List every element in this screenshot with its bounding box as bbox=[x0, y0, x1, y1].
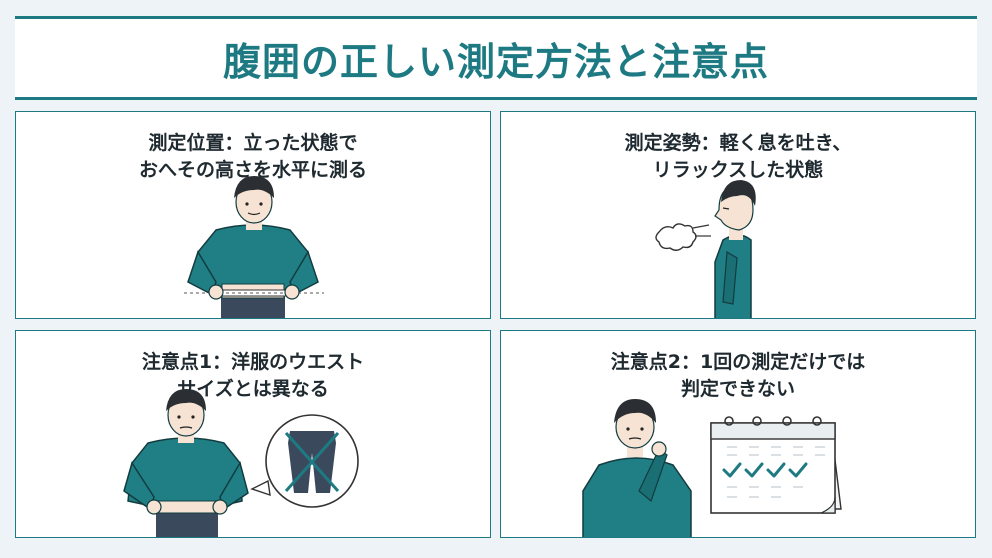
panel-measure-position: 測定位置：立った状態で おへその高さを水平に測る bbox=[15, 111, 491, 319]
caption-line-1: 注意点2：1回の測定だけでは bbox=[610, 351, 866, 373]
caption-line-2: サイズとは異なる bbox=[177, 378, 329, 400]
caption-line-2: リラックスした状態 bbox=[652, 159, 824, 181]
pants-crossed-icon bbox=[250, 414, 359, 508]
panel-caption: 注意点2：1回の測定だけでは 判定できない bbox=[501, 349, 975, 403]
caption-line-1: 注意点1：洋服のウエスト bbox=[141, 351, 365, 373]
person-measuring-illustration bbox=[184, 176, 324, 318]
panel-measure-posture: 測定姿勢：軽く息を吐き、 リラックスした状態 bbox=[500, 111, 976, 319]
caption-line-2: 判定できない bbox=[680, 378, 795, 400]
caption-line-1: 測定姿勢：軽く息を吐き、 bbox=[624, 132, 852, 154]
breath-icon bbox=[655, 223, 711, 251]
caption-line-1: 測定位置：立った状態で bbox=[148, 132, 358, 154]
caption-line-2: おへその高さを水平に測る bbox=[138, 159, 367, 181]
person-calendar-illustration bbox=[582, 399, 842, 537]
panel-note-1: 注意点1：洋服のウエスト サイズとは異なる bbox=[15, 330, 491, 538]
panel-caption: 測定位置：立った状態で おへその高さを水平に測る bbox=[16, 130, 490, 184]
panel-note-2: 注意点2：1回の測定だけでは 判定できない bbox=[500, 330, 976, 538]
panel-caption: 測定姿勢：軽く息を吐き、 リラックスした状態 bbox=[501, 130, 975, 184]
person-breathing-illustration bbox=[655, 180, 756, 318]
title-band: 腹囲の正しい測定方法と注意点 bbox=[15, 16, 977, 100]
person-pants-illustration bbox=[123, 389, 359, 537]
panel-caption: 注意点1：洋服のウエスト サイズとは異なる bbox=[16, 349, 490, 403]
calendar-check-icon bbox=[710, 416, 842, 514]
page-title: 腹囲の正しい測定方法と注意点 bbox=[222, 39, 769, 84]
